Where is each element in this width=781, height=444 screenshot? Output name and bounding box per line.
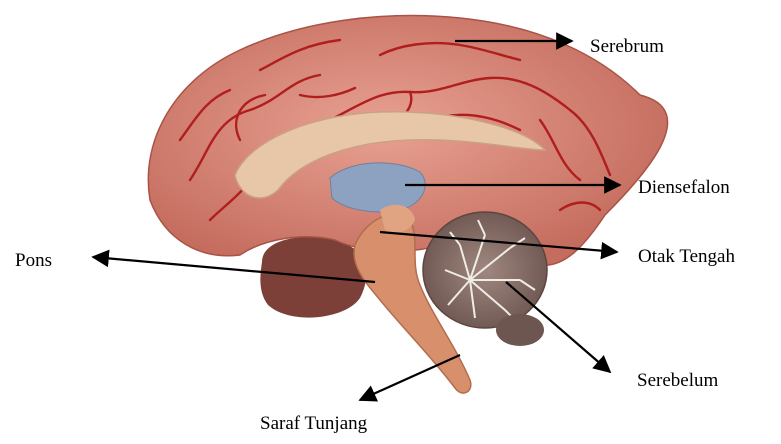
label-saraf-tunjang: Saraf Tunjang [260, 414, 367, 433]
label-otak-tengah: Otak Tengah [638, 247, 735, 266]
label-serebrum: Serebrum [590, 37, 664, 56]
label-pons: Pons [15, 251, 52, 270]
diencephalon [330, 163, 425, 212]
label-serebelum: Serebelum [637, 371, 718, 390]
label-diensefalon: Diensefalon [638, 178, 730, 197]
